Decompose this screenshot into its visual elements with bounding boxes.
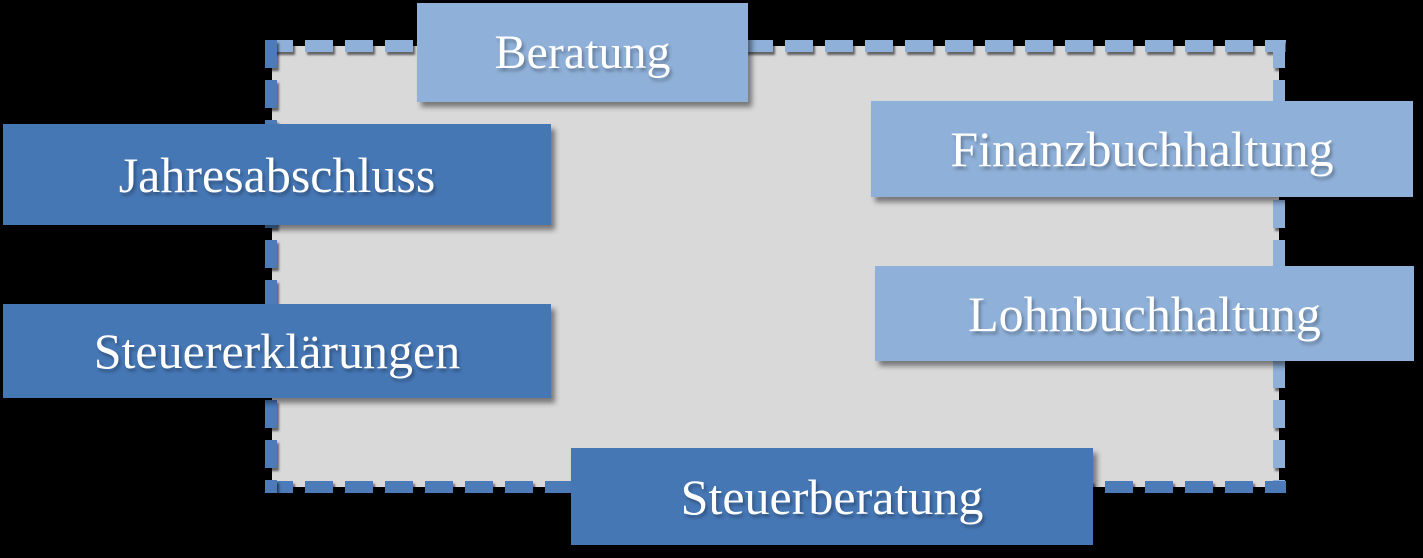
label-box-beratung: Beratung	[417, 3, 748, 102]
label-text-steuererklaerungen: Steuererklärungen	[93, 323, 461, 379]
label-text-beratung: Beratung	[494, 25, 671, 79]
label-text-lohnbuchhaltung: Lohnbuchhaltung	[968, 285, 1321, 342]
dashed-border-left	[265, 40, 277, 493]
label-box-steuererklaerungen: Steuererklärungen	[3, 304, 551, 398]
label-text-steuerberatung: Steuerberatung	[680, 468, 984, 525]
label-box-finanzbuchhaltung: Finanzbuchhaltung	[871, 101, 1413, 197]
label-text-finanzbuchhaltung: Finanzbuchhaltung	[950, 121, 1334, 177]
label-text-jahresabschluss: Jahresabschluss	[118, 146, 436, 203]
label-box-jahresabschluss: Jahresabschluss	[3, 124, 551, 225]
label-box-lohnbuchhaltung: Lohnbuchhaltung	[875, 266, 1414, 361]
label-box-steuerberatung: Steuerberatung	[571, 448, 1093, 545]
